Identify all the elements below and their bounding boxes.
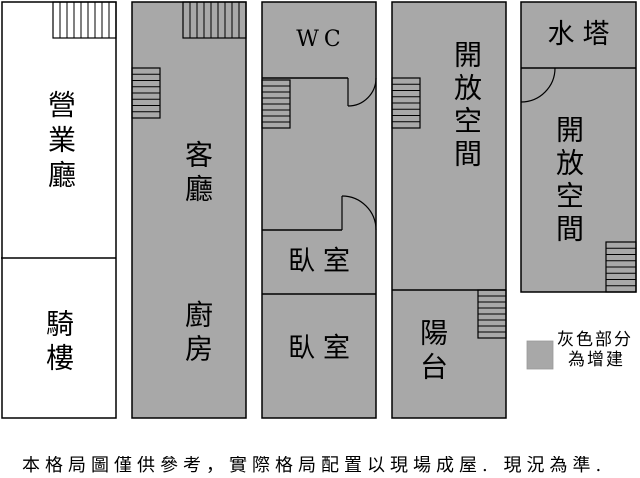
- unit-1-outline: [1, 1, 117, 419]
- business-hall-label: 營業廳: [44, 90, 77, 195]
- unit-4: [391, 1, 507, 419]
- legend-text-line-2: 為增建: [568, 350, 625, 370]
- living-room-label: 客廳: [181, 140, 214, 208]
- legend-text-line-1: 灰色部分: [557, 330, 633, 350]
- wc-label: WC: [296, 27, 346, 52]
- legend-gray-swatch: [526, 340, 554, 370]
- unit-2: [131, 1, 247, 419]
- stair-outline: [52, 1, 117, 39]
- wc-door-swing: [347, 77, 377, 107]
- bedroom-1-label: 臥室: [288, 246, 358, 277]
- unit-1: [1, 1, 117, 419]
- unit-4-outline: [391, 1, 507, 419]
- balcony-staircase: [477, 289, 507, 339]
- unit-5-staircase: [605, 241, 637, 293]
- bedroom-door-swing: [341, 195, 377, 231]
- balcony-label: 陽台: [416, 318, 449, 386]
- unit-3-staircase: [261, 79, 291, 129]
- unit-2-side-staircase: [131, 67, 161, 119]
- water-tower-label: 水塔: [547, 19, 618, 50]
- water-tower-door-arc: [520, 67, 556, 103]
- open-space-label-unit-5: 開放空間: [552, 115, 585, 247]
- kitchen-label: 廚房: [181, 300, 214, 368]
- unit-2-outline: [131, 1, 247, 419]
- disclaimer-text: 本格局圖僅供參考，實際格局配置以現場成屋. 現況為準.: [22, 456, 607, 476]
- wc-door-arc: [347, 77, 377, 107]
- unit-3-outline: [261, 1, 377, 419]
- unit-2-top-staircase: [182, 1, 247, 39]
- bedroom-2-label: 臥室: [288, 333, 358, 364]
- bedroom-door-arc: [341, 195, 377, 231]
- unit-3: [261, 1, 377, 419]
- unit-5-outline: [520, 1, 637, 293]
- unit-5: [520, 1, 637, 293]
- unit-4-side-staircase: [391, 77, 421, 129]
- arcade-label: 騎樓: [42, 309, 75, 377]
- stair-outline: [182, 1, 247, 39]
- unit-1-staircase: [52, 1, 117, 39]
- open-space-label-unit-4: 開放空間: [450, 40, 483, 172]
